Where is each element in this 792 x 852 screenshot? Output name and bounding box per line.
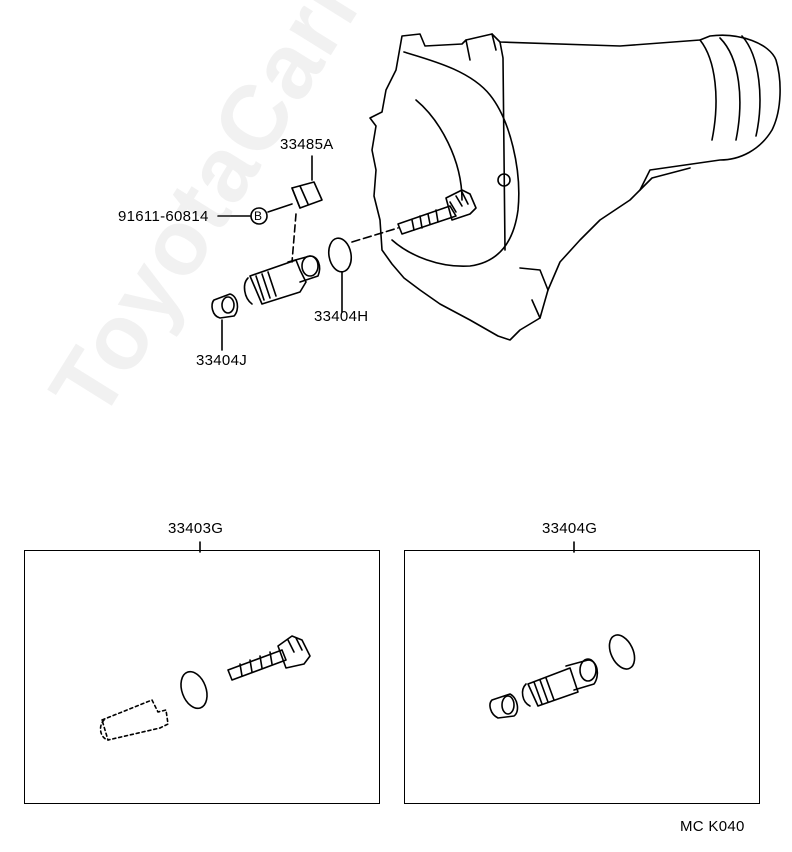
driven-gear-top bbox=[397, 189, 477, 235]
label-33404G: 33404G bbox=[542, 520, 598, 537]
diagram-code: MC K040 bbox=[680, 818, 745, 835]
box2-parts bbox=[489, 634, 636, 719]
kit-box-33403G bbox=[24, 550, 380, 804]
label-33403G: 33403G bbox=[168, 520, 224, 537]
dash-line-shaft bbox=[351, 227, 399, 243]
badge-circle bbox=[250, 207, 268, 225]
box1-parts bbox=[99, 635, 311, 741]
dash-line-sleeve bbox=[291, 213, 297, 263]
badge-b-label: B bbox=[254, 209, 263, 223]
badge-leader bbox=[267, 203, 293, 213]
cap-33485A bbox=[291, 181, 323, 209]
label-33404H: 33404H bbox=[314, 308, 369, 325]
sleeve-assembly bbox=[243, 255, 321, 305]
transmission-housing bbox=[369, 33, 781, 341]
o-ring-33404H bbox=[327, 237, 353, 273]
kit-box-33404G bbox=[404, 550, 760, 804]
label-91611-60814: 91611-60814 bbox=[118, 208, 209, 225]
label-33404J: 33404J bbox=[196, 352, 248, 369]
label-33485A: 33485A bbox=[280, 136, 334, 153]
seal-33404J bbox=[211, 293, 239, 319]
